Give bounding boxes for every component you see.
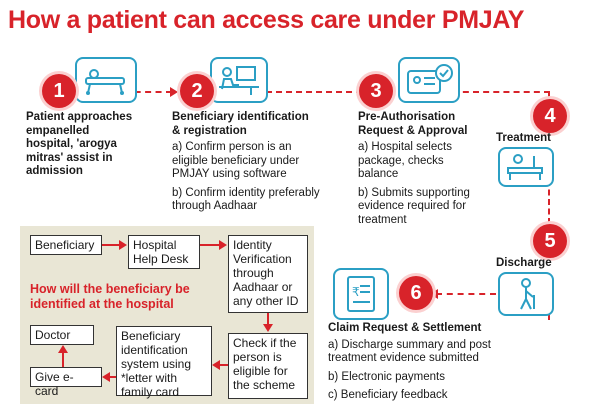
step-2-a: a) Confirm person is an (172, 141, 292, 153)
approval-card-icon (407, 64, 453, 94)
arrow-head-system-ecard (102, 372, 110, 382)
panel-question: How will the beneficiary be identified a… (30, 282, 210, 312)
arrow-line-beneficiary-helpdesk (102, 244, 120, 246)
step-6-badge: 6 (399, 276, 433, 310)
connector-3-4-down (548, 91, 550, 101)
walking-person-icon (520, 278, 535, 310)
step-2-a: PMJAY using software (172, 168, 287, 180)
treatment-icon (507, 154, 543, 180)
connector-3-4 (402, 91, 550, 93)
step-6-a: treatment evidence submitted (328, 352, 479, 364)
arrow-head-beneficiary-helpdesk (119, 240, 127, 250)
beneficiary-box: Beneficiary (30, 235, 102, 255)
step-4-badge: 4 (533, 99, 567, 133)
system-line: system using (121, 357, 192, 371)
identification-system-box: Beneficiary identification system using … (116, 326, 212, 399)
arrow-line-check-system (220, 364, 228, 366)
step-1-badge: 1 (42, 74, 76, 108)
arrow-head-check-system (212, 360, 220, 370)
hospital-bed-icon (85, 69, 125, 95)
step-5-label: Discharge (496, 257, 552, 269)
arrow-head-identity-check (263, 324, 273, 332)
panel-question-line: How will the beneficiary be (30, 282, 190, 296)
step-3-b: treatment (358, 213, 407, 226)
arrow-line-identity-check (267, 313, 269, 325)
system-line: identification (121, 343, 188, 357)
step-2-heading: Beneficiary identification (172, 111, 309, 123)
step-2-b: b) Confirm identity preferably (172, 186, 320, 199)
rupee-document-icon: ₹ (347, 276, 375, 312)
step-2-a: eligible beneficiary under (172, 154, 300, 167)
arrow-line-system-ecard (110, 376, 116, 378)
svg-text:₹: ₹ (352, 285, 360, 299)
arrow-head-helpdesk-identity (219, 240, 227, 250)
step-2-text: Beneficiary identification & registratio… (172, 111, 352, 214)
system-line: Beneficiary (121, 329, 181, 343)
help-desk-line: Help Desk (133, 252, 189, 266)
doctor-box: Doctor (30, 325, 94, 345)
step-3-text: Pre-Authorisation Request & Approval a) … (358, 111, 498, 227)
step-5-badge: 5 (533, 224, 567, 258)
approval-card-icon-box (398, 57, 460, 103)
claim-document-icon-box: ₹ (333, 268, 389, 320)
give-ecard-box: Give e-card (30, 367, 102, 398)
identity-line: Aadhaar or (233, 280, 293, 294)
discharge-walking-icon-box (498, 272, 554, 316)
arrow-line-helpdesk-identity (200, 244, 220, 246)
page-title: How a patient can access care under PMJA… (8, 6, 525, 34)
connector-4-5 (548, 180, 550, 224)
step-3-heading: Request & Approval (358, 124, 468, 137)
step-6-c: c) Beneficiary feedback (328, 389, 448, 401)
step-6-a: a) Discharge summary and post (328, 338, 491, 351)
identity-line: Verification (233, 252, 292, 266)
check-line: Check if the (233, 336, 297, 350)
help-desk-line: Hospital (133, 238, 177, 252)
eligibility-check-box: Check if the person is eligible for the … (228, 333, 308, 399)
step-1-line: Patient approaches (26, 111, 133, 123)
arrow-1-2 (170, 87, 178, 97)
identity-line: through (233, 266, 274, 280)
step-3-a: package, checks (358, 154, 444, 167)
step-3-b: evidence required for (358, 200, 467, 212)
check-line: eligible for (233, 364, 288, 378)
computer-desk-icon-box (210, 57, 268, 103)
system-line: *letter with (121, 371, 178, 385)
step-1-line: hospital, 'arogya (26, 138, 117, 150)
step-1-text: Patient approaches empanelled hospital, … (26, 111, 166, 179)
step-3-badge: 3 (359, 74, 393, 108)
step-2-badge: 2 (180, 74, 214, 108)
step-3-heading: Pre-Authorisation (358, 111, 456, 123)
hospital-bed-icon-box (75, 57, 137, 103)
step-1-line: mitras' assist in (26, 151, 113, 164)
system-line: family card (121, 385, 180, 399)
arrow-5-6 (430, 289, 438, 299)
step-6-b: b) Electronic payments (328, 370, 445, 383)
step-3-b: b) Submits supporting (358, 186, 470, 199)
step-6-text: Claim Request & Settlement a) Discharge … (328, 322, 588, 403)
connector-5-6-down (548, 312, 550, 320)
connector-2-3 (216, 91, 362, 93)
panel-question-line: identified at the hospital (30, 297, 174, 311)
identity-line: Identity (233, 238, 272, 252)
identity-verification-box: Identity Verification through Aadhaar or… (228, 235, 308, 313)
step-3-a: a) Hospital selects (358, 141, 452, 153)
arrow-line-ecard-doctor (62, 353, 64, 367)
check-line: person is (233, 350, 282, 364)
step-1-line: empanelled (26, 124, 90, 137)
arrow-head-ecard-doctor (58, 345, 68, 353)
step-2-heading: & registration (172, 124, 247, 137)
step-2-b: through Aadhaar (172, 200, 258, 212)
step-4-label: Treatment (496, 132, 551, 144)
step-1-line: admission (26, 165, 83, 177)
computer-desk-icon (219, 66, 259, 95)
step-3-a: balance (358, 168, 399, 180)
treatment-icon-box (498, 147, 554, 187)
check-line: the scheme (233, 378, 296, 392)
step-6-heading: Claim Request & Settlement (328, 322, 482, 334)
identity-line: any other ID (233, 294, 299, 308)
help-desk-box: Hospital Help Desk (128, 235, 200, 269)
connector-5-6 (436, 293, 496, 295)
